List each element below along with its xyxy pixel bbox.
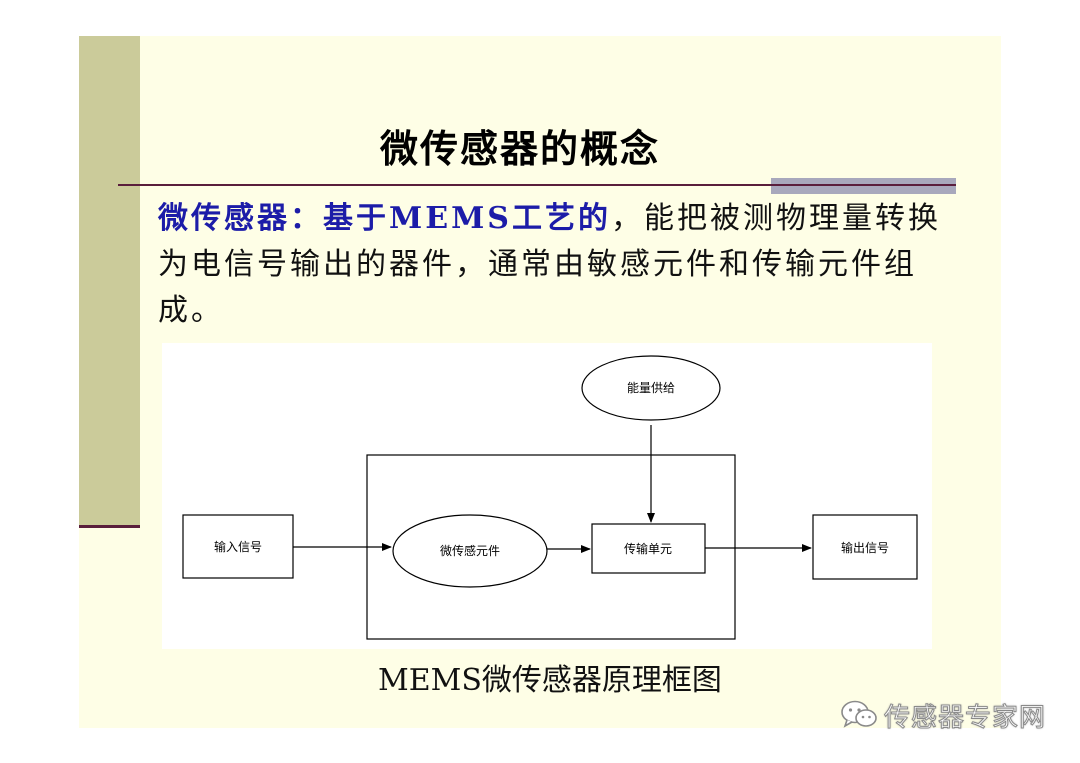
- wechat-icon: [841, 700, 877, 728]
- title-rule-accent: [771, 178, 956, 194]
- power-supply-node: [581, 355, 721, 421]
- sensing-element-label: 微传感元件: [440, 543, 500, 558]
- diagram-caption: MEMS微传感器原理框图: [378, 663, 722, 698]
- title-rule: [118, 184, 956, 186]
- definition-rest: ，能把被测物理量转换为电信号输出的器件，通常由敏感元件和传输元件组成。: [158, 201, 941, 328]
- transmission-unit-label: 传输单元: [624, 541, 672, 556]
- power-supply-label: 能量供给: [627, 381, 675, 395]
- mems-block-diagram: 能量供给 输入信号 微传感元件 传输单元 输出信号: [162, 343, 932, 649]
- definition-highlight: 微传感器：基于MEMS工艺的: [158, 201, 611, 236]
- slide-left-accent-bar: [79, 36, 140, 525]
- watermark: 传感器专家网: [840, 695, 1046, 735]
- slide-left-accent-line: [79, 525, 140, 528]
- output-signal-label: 输出信号: [841, 540, 889, 555]
- definition-paragraph: 微传感器：基于MEMS工艺的，能把被测物理量转换为电信号输出的器件，通常由敏感元…: [158, 196, 958, 334]
- transmission-unit-node: [591, 523, 706, 574]
- sensing-element-node: [392, 514, 548, 588]
- output-signal-node: [812, 514, 918, 580]
- input-signal-label: 输入信号: [214, 539, 262, 554]
- slide-title: 微传感器的概念: [379, 126, 660, 171]
- input-signal-node: [182, 514, 294, 579]
- watermark-text: 传感器专家网: [883, 702, 1047, 733]
